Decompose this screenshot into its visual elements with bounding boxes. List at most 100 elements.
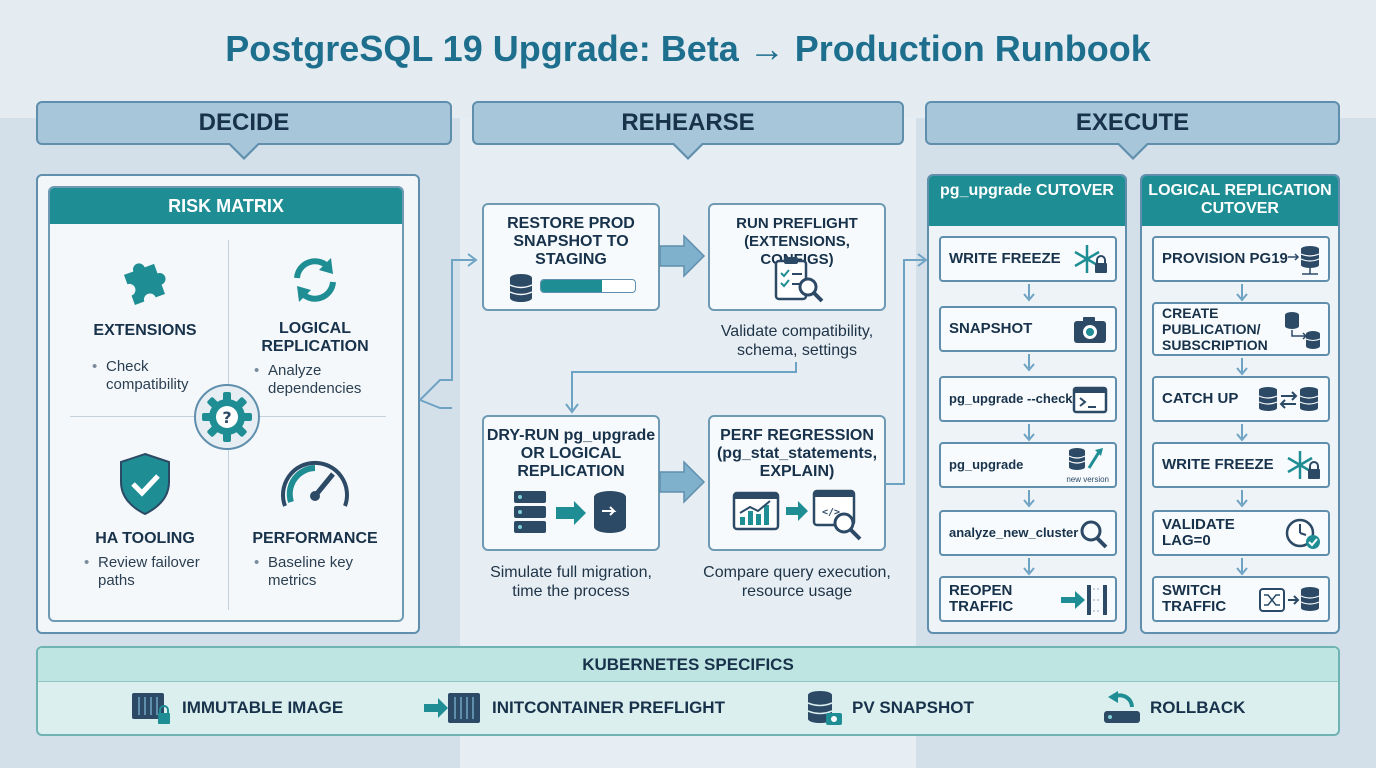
- connector-decide-rehearse: [419, 253, 478, 409]
- step-label: pg_upgrade --check: [949, 391, 1073, 406]
- container-arrow-icon: [422, 689, 484, 727]
- gear-question-icon: ?: [194, 384, 260, 450]
- shield-check-icon: [113, 450, 177, 518]
- phase-execute: EXECUTE: [925, 101, 1340, 160]
- step-create-publication: CREATE PUBLICATION/ SUBSCRIPTION: [1152, 302, 1330, 356]
- risk-extensions-bullet: Check compatibility: [92, 358, 202, 394]
- svg-text:?: ?: [222, 408, 231, 427]
- step-arrow: [1236, 284, 1248, 302]
- db-provision-icon: [1286, 243, 1322, 277]
- step-label: SNAPSHOT: [949, 320, 1033, 337]
- restore-snapshot-label: RESTORE PROD SNAPSHOT TO STAGING: [507, 215, 635, 268]
- magnifier-icon: [1079, 517, 1109, 551]
- puzzle-icon: [113, 248, 177, 312]
- step-write-freeze: WRITE FREEZE: [1152, 442, 1330, 488]
- perf-regression-box: PERF REGRESSION (pg_stat_statements, EXP…: [708, 415, 886, 551]
- step-label: pg_upgrade: [949, 457, 1024, 472]
- risk-ha-tooling-title: HA TOOLING: [95, 530, 195, 547]
- phase-pointer-fill: [1118, 143, 1147, 157]
- kubernetes-specifics-header: KUBERNETES SPECIFICS: [38, 648, 1338, 682]
- phase-decide: DECIDE: [36, 101, 452, 160]
- k8s-pv-snapshot: PV SNAPSHOT: [806, 688, 974, 728]
- clock-check-icon: [1284, 517, 1322, 551]
- database-icon: [508, 273, 534, 303]
- container-lock-icon: [130, 689, 174, 727]
- logical-replication-cutover-column: LOGICAL REPLICATION CUTOVER PROVISION PG…: [1140, 174, 1340, 634]
- svg-text:</>: </>: [822, 507, 840, 518]
- step-label: WRITE FREEZE: [1162, 456, 1274, 473]
- preflight-caption: Validate compatibility, schema, settings: [720, 323, 874, 359]
- k8s-rollback: ROLLBACK: [1102, 688, 1245, 728]
- camera-icon: [1071, 313, 1109, 347]
- risk-logical-replication-title: LOGICAL REPLICATION: [261, 320, 369, 355]
- restore-progress-bar: [540, 279, 636, 293]
- perf-regression-label: PERF REGRESSION (pg_stat_statements, EXP…: [716, 427, 878, 480]
- clipboard-search-icon: [772, 255, 826, 305]
- restore-snapshot-box: RESTORE PROD SNAPSHOT TO STAGING: [482, 203, 660, 311]
- risk-extensions-title: EXTENSIONS: [93, 322, 197, 339]
- connector-preflight-to-dryrun: [565, 362, 797, 414]
- snowflake-lock-icon: [1071, 243, 1109, 277]
- risk-ha-tooling: HA TOOLING Review failover paths: [70, 450, 220, 590]
- step-arrow: [1236, 358, 1248, 376]
- k8s-item-label: ROLLBACK: [1150, 698, 1246, 717]
- step-label: VALIDATE LAG=0: [1162, 516, 1235, 549]
- k8s-item-label: INITCONTAINER PREFLIGHT: [492, 698, 725, 717]
- risk-performance-bullet: Baseline key metrics: [254, 554, 374, 590]
- arrow-dryrun-to-perf: [659, 460, 706, 504]
- step-label: SWITCH TRAFFIC: [1162, 582, 1227, 615]
- step-arrow: [1023, 558, 1035, 576]
- chart-code-search-icon: </>: [732, 489, 866, 541]
- k8s-item-label: PV SNAPSHOT: [852, 698, 974, 717]
- preflight-box: RUN PREFLIGHT (EXTENSIONS, CONFIGS): [708, 203, 886, 311]
- step-label: REOPEN TRAFFIC: [949, 582, 1014, 615]
- risk-matrix-card: RISK MATRIX EXTENSIONS Check compatibili…: [48, 186, 404, 622]
- risk-logical-replication-bullet: Analyze dependencies: [254, 362, 374, 398]
- risk-logical-replication: LOGICAL REPLICATION Analyze dependencies: [240, 248, 390, 398]
- dryrun-label: DRY-RUN pg_upgrade OR LOGICAL REPLICATIO…: [486, 427, 656, 480]
- risk-performance-title: PERFORMANCE: [252, 530, 378, 547]
- volume-camera-icon: [806, 689, 844, 727]
- step-label: WRITE FREEZE: [949, 250, 1061, 267]
- pg-upgrade-cutover-header: pg_upgrade CUTOVER: [929, 176, 1125, 226]
- phase-rehearse-label: REHEARSE: [621, 109, 755, 136]
- step-arrow: [1023, 354, 1035, 372]
- db-publish-icon: [1282, 310, 1322, 352]
- step-label: CATCH UP: [1162, 390, 1239, 407]
- header-background: [0, 0, 1376, 118]
- k8s-immutable-image: IMMUTABLE IMAGE: [130, 688, 343, 728]
- snowflake-lock-icon: [1284, 449, 1322, 483]
- step-catch-up: CATCH UP: [1152, 376, 1330, 422]
- step-arrow: [1236, 424, 1248, 442]
- step-snapshot: SNAPSHOT: [939, 306, 1117, 352]
- connector-rehearse-execute: [886, 253, 928, 485]
- dryrun-box: DRY-RUN pg_upgrade OR LOGICAL REPLICATIO…: [482, 415, 660, 551]
- step-label: CREATE PUBLICATION/ SUBSCRIPTION: [1162, 305, 1268, 353]
- risk-matrix-header: RISK MATRIX: [50, 188, 402, 224]
- switch-db-icon: [1258, 583, 1322, 617]
- step-pg-upgrade: pg_upgrade new version: [939, 442, 1117, 488]
- step-label: PROVISION PG19: [1162, 250, 1288, 267]
- step-switch-traffic: SWITCH TRAFFIC: [1152, 576, 1330, 622]
- k8s-item-label: IMMUTABLE IMAGE: [182, 698, 344, 717]
- db-sync-icon: [1256, 383, 1322, 417]
- step-pg-upgrade-check: pg_upgrade --check: [939, 376, 1117, 422]
- step-validate-lag: VALIDATE LAG=0: [1152, 510, 1330, 556]
- phase-decide-label: DECIDE: [198, 109, 290, 136]
- phase-pointer-fill: [674, 143, 702, 157]
- step-arrow: [1023, 424, 1035, 442]
- risk-performance: PERFORMANCE Baseline key metrics: [240, 450, 390, 590]
- risk-extensions: EXTENSIONS Check compatibility: [70, 248, 220, 394]
- server-to-database-icon: [512, 489, 632, 537]
- gauge-icon: [275, 450, 355, 518]
- step-reopen-traffic: REOPEN TRAFFIC: [939, 576, 1117, 622]
- restore-progress-fill: [541, 280, 603, 292]
- logical-replication-cutover-header: LOGICAL REPLICATION CUTOVER: [1142, 176, 1338, 226]
- step-label: analyze_new_cluster: [949, 525, 1079, 540]
- gate-arrow-icon: [1059, 583, 1109, 617]
- phase-rehearse: REHEARSE: [472, 101, 904, 160]
- perf-regression-caption: Compare query execution, resource usage: [703, 564, 891, 600]
- pg-upgrade-cutover-column: pg_upgrade CUTOVER WRITE FREEZE SNAPSHOT…: [927, 174, 1127, 634]
- phase-execute-label: EXECUTE: [1075, 109, 1190, 136]
- step-arrow: [1023, 284, 1035, 302]
